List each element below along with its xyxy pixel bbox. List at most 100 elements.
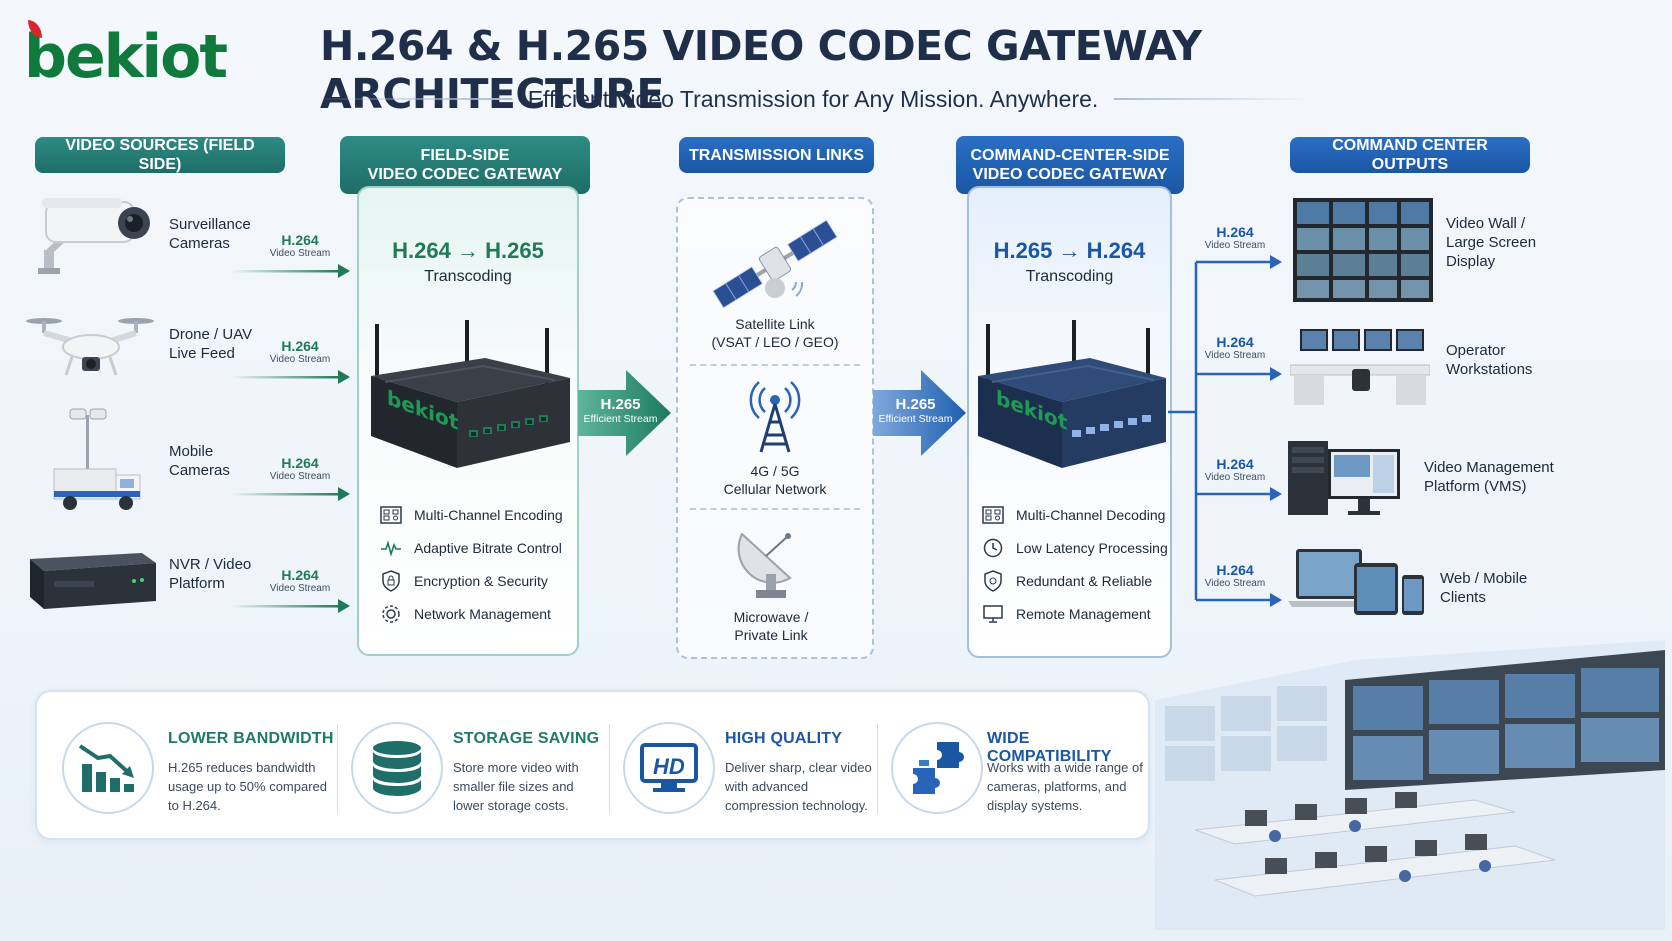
cc-feature-item: Low Latency Processing (982, 536, 1172, 560)
nvr-box-icon (24, 545, 159, 635)
cc-gateway-device: bekiot (972, 318, 1172, 478)
output-label-workstations: Operator Workstations (1446, 342, 1533, 378)
stream-label: Video Stream (269, 354, 331, 365)
gear-icon (380, 603, 402, 625)
field-feature-item: Network Management (380, 602, 575, 626)
subtitle-divider-left (313, 98, 512, 100)
field-feature-item: Multi-Channel Encoding (380, 503, 575, 527)
output-arrows (1168, 255, 1282, 607)
link-divider (690, 364, 860, 366)
benefit-separator (877, 724, 878, 814)
field-feature-item: Adaptive Bitrate Control (380, 536, 575, 560)
stream-label: Video Stream (269, 248, 331, 259)
field-transcode-label: Transcoding (424, 268, 512, 285)
database-icon (351, 722, 443, 814)
benefit-title: HIGH QUALITY (725, 730, 843, 747)
source-label-mobile: Mobile Cameras (169, 443, 230, 479)
stream-codec: H.264 (281, 338, 319, 354)
arrow-source-1 (230, 370, 350, 384)
page-title: H.264 & H.265 VIDEO CODEC GATEWAY ARCHIT… (320, 22, 1202, 118)
vms-server-icon (1288, 435, 1408, 520)
link-divider (690, 508, 860, 510)
benefit-text: Store more video with smaller file sizes… (453, 760, 579, 813)
stream-label: Video Stream (1204, 350, 1266, 361)
source-label-nvr: NVR / Video Platform (169, 556, 252, 592)
devices-icon (1288, 545, 1428, 620)
benefit-title: WIDE COMPATIBILITY (987, 730, 1112, 765)
source-stream-tag-2: H.264 Video Stream (255, 455, 345, 482)
stream-codec: H.265 (600, 396, 641, 413)
benefit-title: LOWER BANDWIDTH (168, 730, 334, 747)
output-label-web-mobile: Web / Mobile Clients (1440, 570, 1528, 606)
cc-transcode-codec: H.265 → H.264 (993, 238, 1146, 263)
efficient-stream-label-right: H.265 Efficient Stream (873, 396, 958, 425)
benefit-lower-bandwidth: LOWER BANDWIDTH H.265 reduces bandwidth … (37, 692, 337, 842)
benefit-title: STORAGE SAVING (453, 730, 600, 747)
header-field-gateway: FIELD-SIDE VIDEO CODEC GATEWAY (340, 136, 590, 194)
arrow-output-1 (1196, 367, 1282, 381)
source-stream-tag-1: H.264 Video Stream (255, 338, 345, 365)
bandwidth-chart-icon (62, 722, 154, 814)
benefit-high-quality: HD HIGH QUALITY Deliver sharp, clear vid… (609, 692, 877, 842)
benefit-text: Deliver sharp, clear video with advanced… (725, 760, 872, 813)
feature-label: Redundant & Reliable (1016, 573, 1153, 589)
channels-icon (380, 504, 402, 526)
drone-icon (24, 305, 159, 395)
mobile-camera-truck-icon (24, 405, 159, 515)
shield-lock-icon (380, 570, 402, 592)
field-features-list: Multi-Channel Encoding Adaptive Bitrate … (380, 503, 575, 626)
source-label-drone: Drone / UAV Live Feed (169, 326, 253, 362)
feature-label: Adaptive Bitrate Control (414, 540, 562, 556)
feature-label: Encryption & Security (414, 573, 548, 589)
cc-feature-item: Remote Management (982, 602, 1172, 626)
stream-label: Video Stream (269, 471, 331, 482)
subtitle-divider-right (1114, 98, 1313, 100)
stream-codec: H.264 (1216, 334, 1254, 350)
hd-monitor-icon: HD (623, 722, 715, 814)
output-stream-tag-2: H.264 Video Stream (1190, 456, 1280, 483)
monitor-icon (982, 603, 1004, 625)
cc-feature-item: Multi-Channel Decoding (982, 503, 1172, 527)
source-arrows (230, 264, 350, 613)
field-gateway-device: bekiot (365, 318, 580, 478)
stream-codec: H.265 (895, 396, 936, 413)
clock-icon (982, 537, 1004, 559)
stream-label: Video Stream (1204, 578, 1266, 589)
arrow-output-0 (1196, 255, 1282, 269)
arrow-source-2 (230, 487, 350, 501)
benefit-separator (609, 724, 610, 814)
feature-label: Low Latency Processing (1016, 540, 1168, 556)
cell-tower-icon (735, 380, 815, 455)
efficient-stream-arrow-left (578, 370, 671, 456)
page-subtitle: Efficient Video Transmission for Any Mis… (527, 85, 1099, 112)
link-label-microwave: Microwave / Private Link (733, 609, 809, 643)
surveillance-camera-icon (24, 190, 159, 280)
arrow-output-3 (1196, 593, 1282, 607)
output-label-video-wall: Video Wall / Large Screen Display (1446, 215, 1537, 270)
efficient-stream-label-left: H.265 Efficient Stream (578, 396, 663, 425)
benefit-wide-compatibility: WIDE COMPATIBILITY Works with a wide ran… (877, 692, 1152, 842)
output-stream-tag-1: H.264 Video Stream (1190, 334, 1280, 361)
pulse-icon (380, 537, 402, 559)
header-outputs: COMMAND CENTER OUTPUTS (1290, 137, 1530, 173)
source-stream-tag-3: H.264 Video Stream (255, 567, 345, 594)
stream-label: Video Stream (1204, 472, 1266, 483)
header-video-sources: VIDEO SOURCES (FIELD SIDE) (35, 137, 285, 173)
arrow-source-0 (230, 264, 350, 278)
stream-label: Video Stream (1204, 240, 1266, 251)
benefit-text: Works with a wide range of cameras, plat… (987, 760, 1143, 813)
stream-codec: H.264 (281, 455, 319, 471)
control-room-illustration (1155, 640, 1665, 930)
stream-codec: H.264 (281, 232, 319, 248)
cc-features-list: Multi-Channel Decoding Low Latency Proce… (982, 503, 1172, 626)
source-label-surveillance: Surveillance Cameras (169, 216, 251, 252)
benefit-storage-saving: STORAGE SAVING Store more video with sma… (337, 692, 607, 842)
output-label-vms: Video Management Platform (VMS) (1424, 459, 1554, 495)
benefit-text: H.265 reduces bandwidth usage up to 50% … (168, 760, 327, 813)
feature-label: Multi-Channel Encoding (414, 507, 563, 523)
field-feature-item: Encryption & Security (380, 569, 575, 593)
workstations-icon (1289, 325, 1431, 410)
stream-codec: H.264 (1216, 562, 1254, 578)
shield-icon (982, 570, 1004, 592)
puzzle-icon (891, 722, 983, 814)
